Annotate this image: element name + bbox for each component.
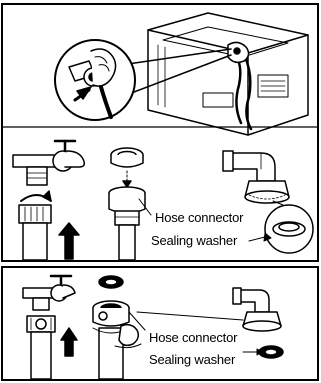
hose-connector-label: Hose connector — [155, 210, 243, 225]
sealing-washer-small — [99, 276, 123, 288]
hose-connector-label-small: Hose connector — [149, 330, 237, 345]
sealing-washer-right-small — [259, 346, 283, 358]
sealing-washer-label: Sealing washer — [151, 233, 237, 248]
panel-faucet-connector-step: Hose connector Sealing washer — [1, 266, 319, 381]
sealing-washer-middle — [111, 148, 143, 187]
elbow-connector — [223, 151, 289, 203]
hose-connector-left — [19, 191, 51, 260]
faucet — [13, 141, 84, 185]
panel-washer-hose-step: Hose connector Sealing washer — [1, 3, 319, 262]
up-arrow-icon-small — [61, 328, 77, 356]
washing-machine-back — [148, 13, 308, 135]
elbow-connector-small — [233, 288, 281, 331]
faucet-small — [23, 276, 75, 310]
sealing-washer-callout — [265, 201, 313, 253]
sealing-washer-label-small: Sealing washer — [149, 352, 235, 367]
hose-connector-middle — [109, 187, 145, 260]
up-arrow-icon — [59, 223, 79, 259]
hose-connector-left-small — [27, 316, 55, 379]
